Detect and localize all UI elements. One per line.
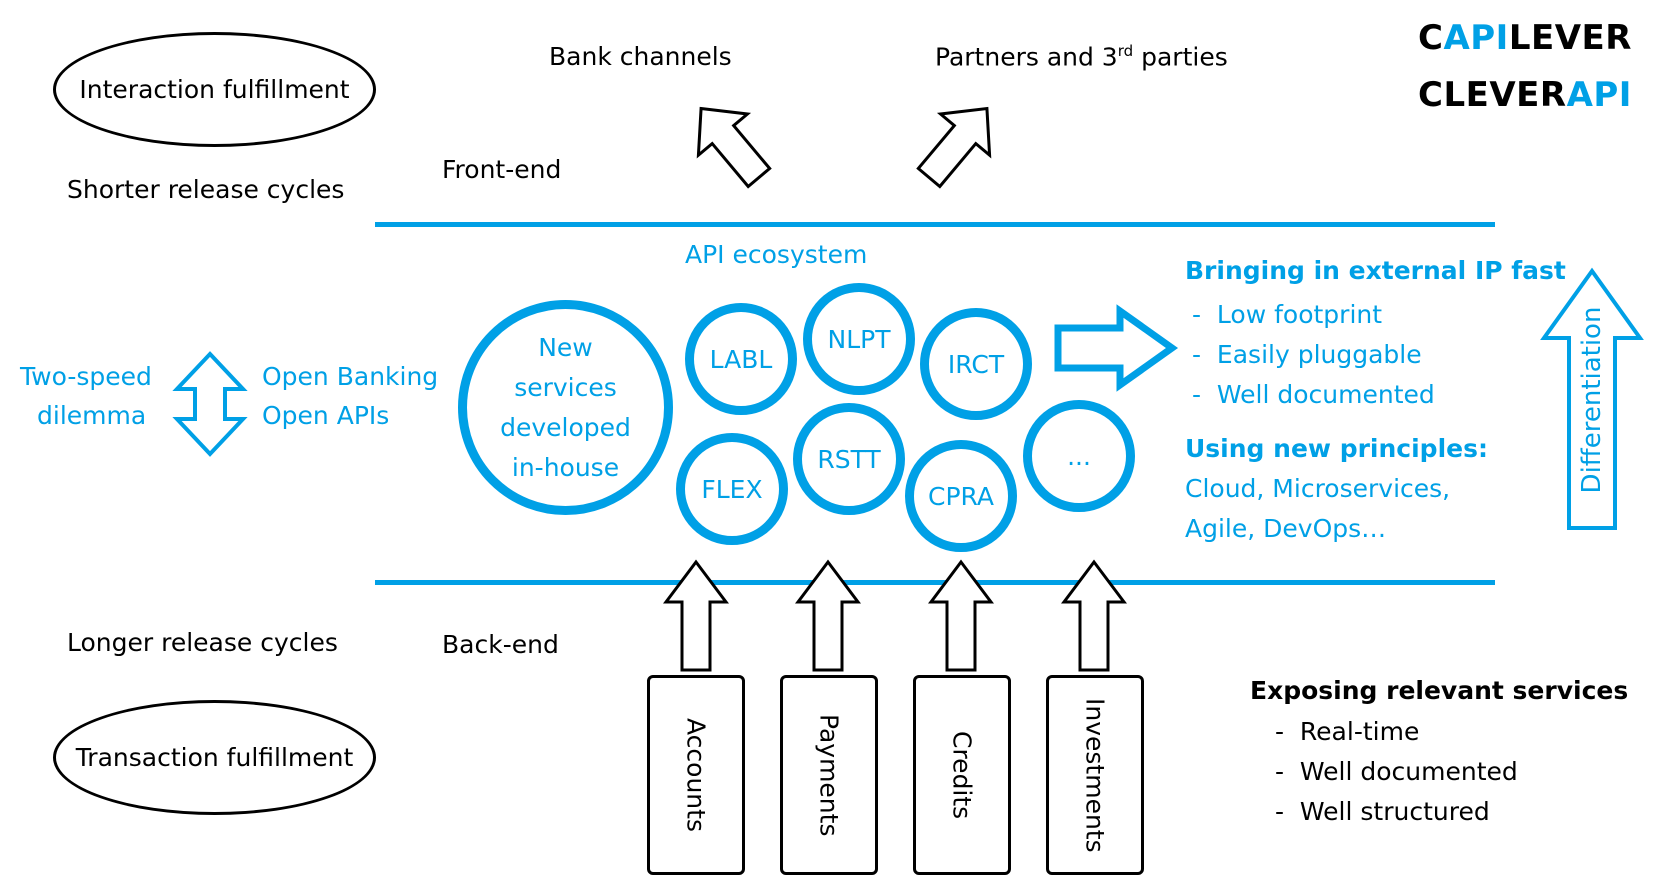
cpra-label: CPRA bbox=[928, 481, 994, 511]
nlpt-circle: NLPT bbox=[803, 283, 915, 395]
labl-circle: LABL bbox=[685, 303, 797, 415]
front-end-divider bbox=[375, 222, 1495, 227]
partners-label: Partners and 3rd parties bbox=[935, 42, 1228, 71]
accounts-label: Accounts bbox=[681, 718, 711, 832]
inhouse-services-circle: New services developed in-house bbox=[458, 300, 673, 515]
new-principles-title: Using new principles: bbox=[1185, 434, 1488, 463]
differentiation-arrow-icon bbox=[1540, 267, 1644, 530]
logo1-segment-1: API bbox=[1443, 18, 1509, 58]
partners-main-text: Partners and 3 bbox=[935, 42, 1118, 72]
payments-box: Payments bbox=[780, 675, 878, 875]
exposing-item-1: - Real-time bbox=[1275, 717, 1420, 746]
open-banking-label: Open Banking bbox=[262, 362, 439, 391]
bank-channels-arrow-icon bbox=[696, 106, 772, 189]
investments-label: Investments bbox=[1080, 697, 1110, 853]
cpra-circle: CPRA bbox=[905, 440, 1017, 552]
back-end-label: Back-end bbox=[442, 630, 559, 659]
exposing-item-2: - Well documented bbox=[1275, 757, 1518, 786]
principles-line-1: Cloud, Microservices, bbox=[1185, 474, 1451, 503]
rstt-label: RSTT bbox=[817, 444, 881, 474]
principles-line-2: Agile, DevOps… bbox=[1185, 514, 1387, 543]
flex-circle: FLEX bbox=[676, 433, 788, 545]
payments-up-arrow-icon bbox=[795, 559, 861, 672]
irct-circle: IRCT bbox=[920, 308, 1032, 420]
longer-release-cycles-label: Longer release cycles bbox=[67, 628, 338, 657]
credits-box: Credits bbox=[913, 675, 1011, 875]
rstt-circle: RSTT bbox=[793, 403, 905, 515]
two-speed-label: Two-speed bbox=[20, 362, 152, 391]
inhouse-line-1: New bbox=[538, 332, 593, 362]
bringing-item-1: - Low footprint bbox=[1192, 300, 1383, 329]
external-ip-arrow-icon bbox=[1054, 304, 1179, 392]
investments-box: Investments bbox=[1046, 675, 1144, 875]
irct-label: IRCT bbox=[947, 349, 1005, 379]
logo1-segment-2: LEVER bbox=[1508, 18, 1632, 58]
flex-label: FLEX bbox=[701, 474, 763, 504]
bringing-external-ip-title: Bringing in external IP fast bbox=[1185, 256, 1566, 285]
exposing-services-title: Exposing relevant services bbox=[1250, 676, 1629, 705]
transaction-fulfillment-ellipse: Transaction fulfillment bbox=[53, 700, 376, 815]
bank-channels-label: Bank channels bbox=[549, 42, 732, 71]
partners-tail-text: parties bbox=[1133, 42, 1228, 72]
partners-superscript: rd bbox=[1117, 42, 1134, 60]
payments-label: Payments bbox=[814, 713, 844, 837]
more-services-circle: ... bbox=[1023, 400, 1135, 512]
credits-label: Credits bbox=[947, 730, 977, 820]
logo2-segment-0: CLEVER bbox=[1418, 75, 1567, 115]
inhouse-line-3: developed bbox=[500, 412, 631, 442]
labl-label: LABL bbox=[709, 344, 773, 374]
nlpt-label: NLPT bbox=[827, 324, 891, 354]
shorter-release-cycles-label: Shorter release cycles bbox=[67, 175, 345, 204]
more-services-label: ... bbox=[1067, 441, 1091, 471]
accounts-box: Accounts bbox=[647, 675, 745, 875]
front-end-label: Front-end bbox=[442, 155, 562, 184]
partners-arrow-icon bbox=[916, 106, 992, 189]
dilemma-label: dilemma bbox=[37, 401, 147, 430]
inhouse-line-4: in-house bbox=[511, 452, 620, 482]
exposing-item-3: - Well structured bbox=[1275, 797, 1490, 826]
interaction-fulfillment-ellipse: Interaction fulfillment bbox=[53, 32, 376, 147]
investments-up-arrow-icon bbox=[1061, 559, 1127, 672]
open-apis-label: Open APIs bbox=[262, 401, 390, 430]
logo2-segment-1: API bbox=[1566, 75, 1632, 115]
differentiation-label: Differentiation bbox=[1577, 306, 1607, 494]
api-ecosystem-title: API ecosystem bbox=[685, 240, 868, 269]
accounts-up-arrow-icon bbox=[663, 559, 729, 672]
bringing-item-3: - Well documented bbox=[1192, 380, 1435, 409]
capilever-logo: CAPILEVER bbox=[1418, 18, 1632, 58]
credits-up-arrow-icon bbox=[928, 559, 994, 672]
cleverapi-logo: CLEVERAPI bbox=[1418, 75, 1632, 115]
logo1-segment-0: C bbox=[1418, 18, 1444, 58]
two-speed-double-arrow-icon bbox=[172, 351, 248, 457]
inhouse-line-2: services bbox=[514, 372, 617, 402]
transaction-fulfillment-label: Transaction fulfillment bbox=[75, 743, 354, 772]
back-end-divider bbox=[375, 580, 1495, 585]
interaction-fulfillment-label: Interaction fulfillment bbox=[79, 75, 350, 104]
bringing-item-2: - Easily pluggable bbox=[1192, 340, 1422, 369]
